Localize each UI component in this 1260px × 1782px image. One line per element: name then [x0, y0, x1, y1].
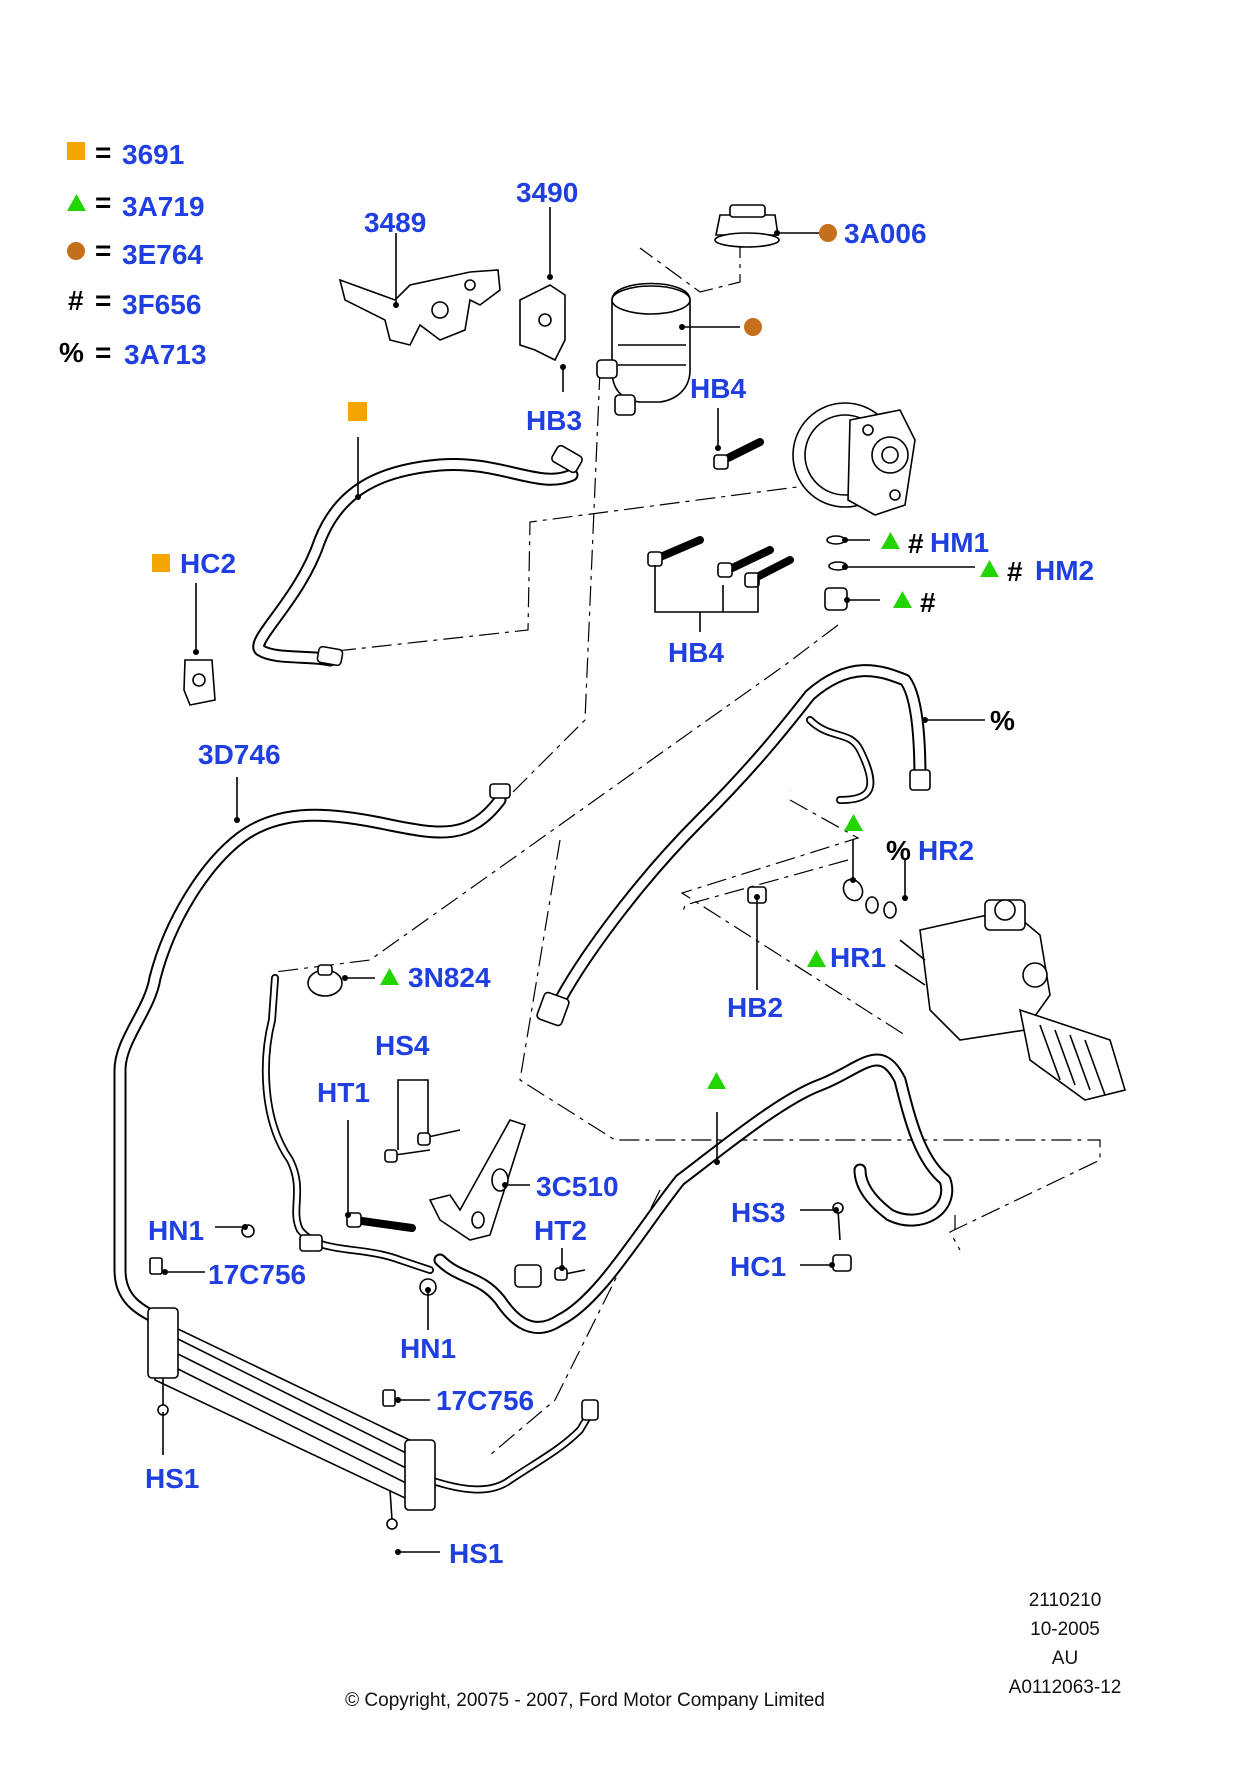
legend-equals: =	[95, 337, 111, 368]
label-hm2: HM2	[1035, 555, 1094, 586]
legend-code-percent: 3A713	[124, 339, 207, 370]
fluid-cooler	[147, 1257, 436, 1530]
square-marker-hc2	[152, 554, 170, 572]
legend: = 3691 = 3A719 = 3E764 # = 3F656 % = 3A7…	[59, 137, 207, 370]
steering-gear	[894, 899, 1127, 1101]
steering-gear-return-tube	[261, 974, 434, 1274]
hash-marker-fitting: #	[920, 587, 936, 618]
hose-clip-hc2	[183, 659, 216, 706]
circle-marker-cap	[819, 224, 837, 242]
bracket-3c510	[428, 1119, 527, 1241]
pump-fittings	[824, 535, 848, 611]
leader-lines	[162, 207, 985, 1555]
legend-hash-symbol: #	[68, 285, 84, 316]
label-3d746: 3D746	[198, 739, 281, 770]
label-hc1: HC1	[730, 1251, 786, 1282]
bolts-hb4	[647, 438, 794, 588]
hash-marker-hm2: #	[1007, 556, 1023, 587]
bolt-ht1	[346, 1212, 416, 1232]
triangle-marker-hm1	[881, 532, 900, 549]
legend-triangle-icon	[67, 194, 86, 211]
label-hs4: HS4	[375, 1030, 430, 1061]
label-17c756-upper: 17C756	[208, 1259, 306, 1290]
label-3490: 3490	[516, 177, 578, 208]
footer-region: AU	[1052, 1648, 1078, 1669]
label-hs1-left: HS1	[145, 1463, 199, 1494]
legend-code-circle: 3E764	[122, 239, 203, 270]
hash-marker-hm1: #	[908, 528, 924, 559]
label-hb3: HB3	[526, 405, 582, 436]
label-hs1-bottom: HS1	[449, 1538, 503, 1569]
label-hm1: HM1	[930, 527, 989, 558]
supply-hose-3d746	[113, 783, 511, 1327]
assembly-dash-lines	[271, 238, 1101, 1456]
percent-marker-hr2: %	[886, 835, 911, 866]
pressure-hose	[536, 664, 931, 1027]
legend-equals: =	[95, 137, 111, 168]
return-hose-lower	[433, 1053, 954, 1334]
triangle-marker-fitting	[893, 591, 912, 608]
fluid-reservoir	[596, 282, 691, 416]
cap-3n824	[307, 964, 343, 997]
label-3c510: 3C510	[536, 1171, 619, 1202]
footer-copyright: © Copyright, 20075 - 2007, Ford Motor Co…	[345, 1690, 825, 1711]
label-hb2: HB2	[727, 992, 783, 1023]
symbol-markers: # # # % %	[152, 224, 1023, 1089]
label-ht1: HT1	[317, 1077, 370, 1108]
legend-square-icon	[67, 142, 85, 160]
footer-date: 10-2005	[1030, 1619, 1100, 1640]
legend-equals: =	[95, 187, 111, 218]
bracket-3489	[338, 269, 501, 346]
label-hb4-bottom: HB4	[668, 637, 724, 668]
bolts-hs4	[384, 1129, 461, 1163]
label-hc2: HC2	[180, 548, 236, 579]
label-hs3: HS3	[731, 1197, 785, 1228]
label-hr1: HR1	[830, 942, 886, 973]
label-3489: 3489	[364, 207, 426, 238]
legend-code-square: 3691	[122, 139, 184, 170]
circle-marker-reservoir	[744, 318, 762, 336]
reservoir-cap-3a006	[714, 204, 780, 248]
gear-fittings	[747, 878, 897, 919]
label-3n824: 3N824	[408, 962, 491, 993]
legend-code-hash: 3F656	[122, 289, 201, 320]
part-labels: 3489 3490 3A006 HB3 HB4 HC2 HM1 HM2 HB4 …	[145, 177, 1094, 1569]
triangle-marker-gear	[844, 814, 863, 831]
label-hn1-left: HN1	[148, 1215, 204, 1246]
power-steering-pump	[792, 402, 916, 516]
label-ht2: HT2	[534, 1215, 587, 1246]
legend-equals: =	[95, 285, 111, 316]
label-17c756-lower: 17C756	[436, 1385, 534, 1416]
cooler-outlet-tube	[426, 1399, 599, 1494]
footer-code: 2110210	[1029, 1590, 1102, 1611]
footer-reference: A0112063-12	[1009, 1677, 1122, 1698]
triangle-marker-hm2	[980, 560, 999, 577]
reservoir-return-hose	[252, 444, 583, 667]
bolt-ht2	[554, 1267, 586, 1281]
triangle-marker-hose	[707, 1072, 726, 1089]
percent-marker-hose: %	[990, 705, 1015, 736]
legend-code-triangle: 3A719	[122, 191, 205, 222]
label-hb4-top: HB4	[690, 373, 746, 404]
square-marker-hose	[348, 402, 367, 421]
label-hr2: HR2	[918, 835, 974, 866]
legend-equals: =	[95, 235, 111, 266]
label-hn1-bottom: HN1	[400, 1333, 456, 1364]
triangle-marker-hr1	[807, 950, 826, 967]
legend-circle-icon	[67, 242, 85, 260]
legend-percent-symbol: %	[59, 337, 84, 368]
triangle-marker-3n824	[380, 968, 399, 985]
footer: 2110210 10-2005 AU A0112063-12 © Copyrig…	[345, 1590, 1121, 1711]
bracket-3490	[519, 284, 566, 362]
clip-hs3-hc1	[832, 1202, 852, 1272]
label-3a006: 3A006	[844, 218, 927, 249]
